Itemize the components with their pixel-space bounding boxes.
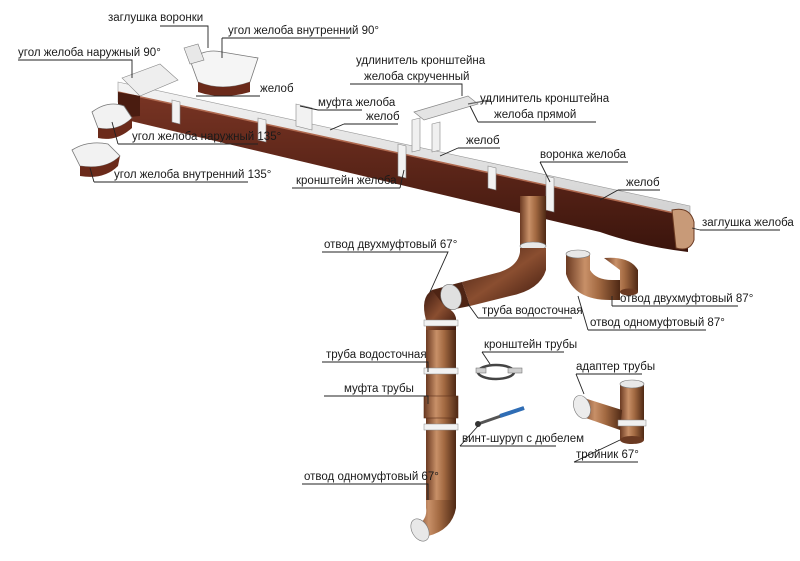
tee-67-part: [573, 379, 647, 444]
label-pipe-bracket: кронштейн трубы: [484, 339, 577, 351]
label-double-elbow-67: отвод двухмуфтовый 67°: [324, 239, 457, 251]
bracket-extenders: [411, 95, 491, 153]
label-gutter-4: желоб: [626, 177, 660, 189]
label-screw-dowel: винт-шуруп с дюбелем: [462, 433, 584, 445]
label-bracket-ext-twisted-2: желоба скрученный: [364, 71, 469, 83]
screw-dowel-part: [475, 406, 525, 427]
label-outlet-funnel: воронка желоба: [540, 149, 627, 161]
label-bracket-ext-twisted-1: удлинитель кронштейна: [356, 55, 486, 67]
double-elbow-87-part: [565, 249, 638, 300]
label-gutter-1: желоб: [260, 83, 294, 95]
label-gutter-2: желоб: [366, 111, 400, 123]
label-end-cap-outlet: заглушка воронки: [108, 12, 203, 24]
label-downpipe-1: труба водосточная: [482, 305, 583, 317]
label-single-elbow-87: отвод одномуфтовый 87°: [590, 317, 725, 329]
part-labels: заглушка воронки угол желоба внутренний …: [18, 12, 794, 483]
label-end-cap-gutter: заглушка желоба: [702, 217, 794, 229]
gutter-brackets: [171, 99, 555, 213]
pipe-bracket-part: [475, 363, 523, 381]
label-bracket-ext-straight-2: желоба прямой: [494, 109, 576, 121]
label-inner-corner-135: угол желоба внутренний 135°: [114, 169, 271, 181]
downpipe-assembly: [410, 196, 547, 542]
label-bracket-ext-straight-1: удлинитель кронштейна: [480, 93, 610, 105]
label-gutter-bracket: кронштейн желоба: [296, 175, 397, 187]
label-gutter-3: желоб: [466, 135, 500, 147]
label-inner-corner-90: угол желоба внутренний 90°: [228, 25, 379, 37]
outer-corner-135-part: [91, 103, 133, 139]
label-double-elbow-87: отвод двухмуфтовый 87°: [620, 293, 753, 305]
label-single-elbow-67: отвод одномуфтовый 67°: [304, 471, 439, 483]
label-downpipe-2: труба водосточная: [326, 349, 427, 361]
label-tee-67: тройник 67°: [576, 449, 639, 461]
inner-corner-90-part: [183, 43, 259, 96]
label-pipe-coupling: муфта трубы: [344, 383, 414, 395]
label-pipe-adapter: адаптер трубы: [576, 361, 655, 373]
label-outer-corner-135: угол желоба наружный 135°: [132, 131, 281, 143]
inner-corner-135-part: [71, 142, 121, 177]
label-gutter-coupling: муфта желоба: [318, 97, 396, 109]
leader-lines: [18, 25, 780, 500]
label-outer-corner-90: угол желоба наружный 90°: [18, 47, 161, 59]
